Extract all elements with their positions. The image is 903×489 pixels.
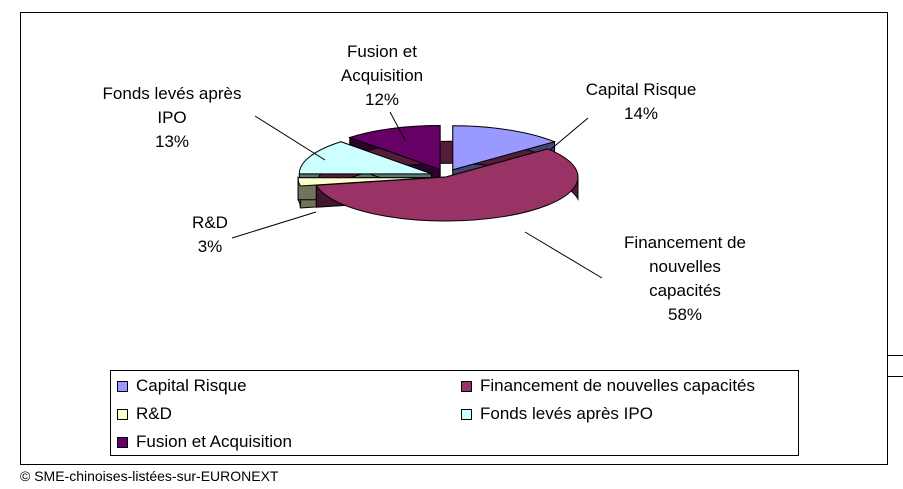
label-fusion: Fusion et Acquisition 12% [322, 40, 442, 112]
copyright-footer: © SME-chinoises-listées-sur-EURONEXT [20, 468, 279, 484]
legend-swatch-fusion [117, 436, 128, 448]
label-fusion-line1: Fusion et [347, 42, 417, 61]
legend-swatch-rd [117, 408, 128, 420]
label-rd-pct: 3% [197, 237, 223, 256]
legend-label-rd: R&D [136, 404, 172, 423]
pie-slice-rd [297, 177, 431, 187]
chart-legend: Capital Risque Financement de nouvelles … [110, 370, 799, 456]
label-financement-line2: nouvelles [649, 257, 721, 276]
pie-slice-financement [315, 148, 579, 222]
edge-tick-bottom [888, 376, 903, 377]
label-fusion-line2: Acquisition [340, 66, 424, 85]
label-fusion-pct: 12% [364, 90, 400, 109]
leader-line-fusion [389, 111, 406, 141]
legend-swatch-financement [461, 380, 472, 392]
label-capital-pct: 14% [623, 104, 659, 123]
pie-slice-capital [452, 125, 557, 171]
label-capital-line1: Capital Risque [585, 80, 697, 99]
legend-item-financement: Financement de nouvelles capacités [461, 375, 755, 397]
legend-label-capital: Capital Risque [136, 376, 247, 395]
legend-swatch-capital [117, 380, 128, 392]
leader-line-rd [231, 211, 317, 239]
pie-slice-ipo [298, 141, 432, 175]
legend-item-rd: R&D [117, 403, 172, 425]
label-financement-line1: Financement de [624, 233, 746, 252]
label-financement: Financement de nouvelles capacités 58% [605, 231, 765, 327]
leader-line-ipo [254, 115, 326, 161]
pie-slice-fusion [348, 125, 441, 171]
legend-item-fusion: Fusion et Acquisition [117, 431, 292, 453]
label-rd-line1: R&D [192, 213, 228, 232]
legend-item-ipo: Fonds levés après IPO [461, 403, 653, 425]
legend-label-ipo: Fonds levés après IPO [480, 404, 653, 423]
legend-swatch-ipo [461, 408, 472, 420]
leader-line-financement [524, 231, 603, 279]
edge-tick-top [888, 355, 903, 356]
label-ipo: Fonds levés après IPO 13% [87, 82, 257, 154]
legend-label-financement: Financement de nouvelles capacités [480, 376, 755, 395]
label-ipo-line1: Fonds levés après [102, 84, 242, 103]
legend-item-capital: Capital Risque [117, 375, 247, 397]
label-ipo-pct: 13% [154, 132, 190, 151]
label-financement-pct: 58% [667, 305, 703, 324]
label-financement-line3: capacités [649, 281, 721, 300]
label-capital: Capital Risque 14% [568, 78, 714, 126]
label-rd: R&D 3% [180, 211, 240, 259]
label-ipo-line2: IPO [157, 108, 187, 127]
legend-label-fusion: Fusion et Acquisition [136, 432, 292, 451]
leader-line-capital [549, 117, 589, 151]
